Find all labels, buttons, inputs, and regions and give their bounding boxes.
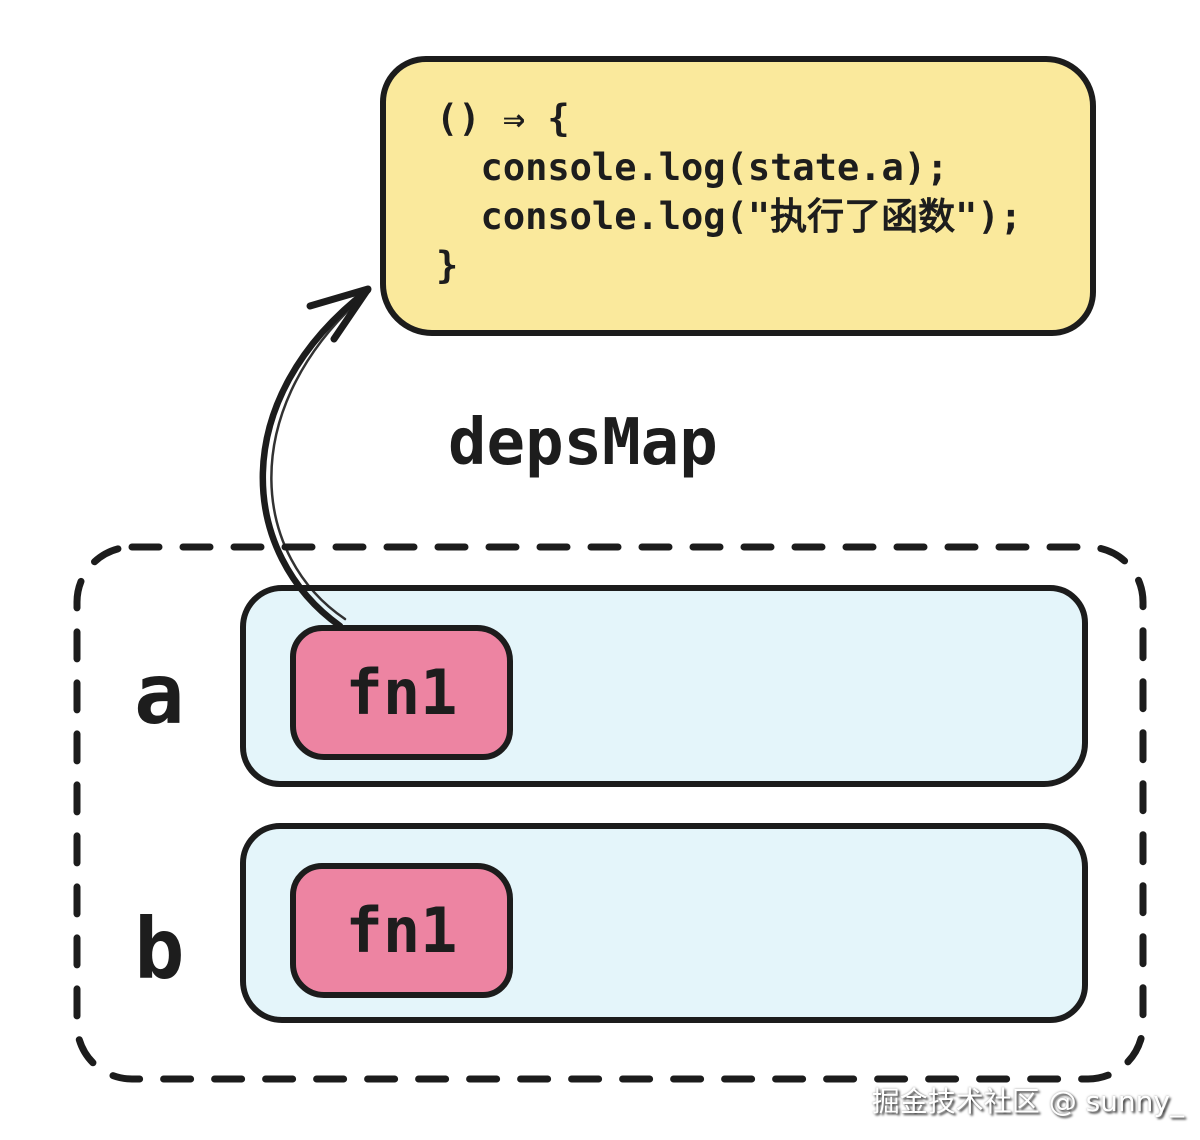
dep-fn-chip-label: fn1: [345, 894, 458, 967]
dep-set-box-a: fn1: [240, 585, 1088, 787]
dep-key-label-a: a: [134, 645, 185, 743]
dep-fn-chip-a: fn1: [290, 625, 513, 760]
depsmap-title: depsMap: [448, 406, 718, 480]
dep-set-box-b: fn1: [240, 823, 1088, 1023]
dep-fn-chip-label: fn1: [345, 656, 458, 729]
depsmap-dashed-border: [73, 543, 1147, 1083]
arrow-head: [306, 285, 372, 343]
callback-code: () ⇒ { console.log(state.a); console.log…: [436, 97, 1022, 287]
dep-key-label-b: b: [134, 900, 185, 998]
callback-code-box: () ⇒ { console.log(state.a); console.log…: [380, 56, 1096, 336]
dep-fn-chip-b: fn1: [290, 863, 513, 998]
watermark: 掘金技术社区 @ sunny_: [871, 1085, 1184, 1118]
